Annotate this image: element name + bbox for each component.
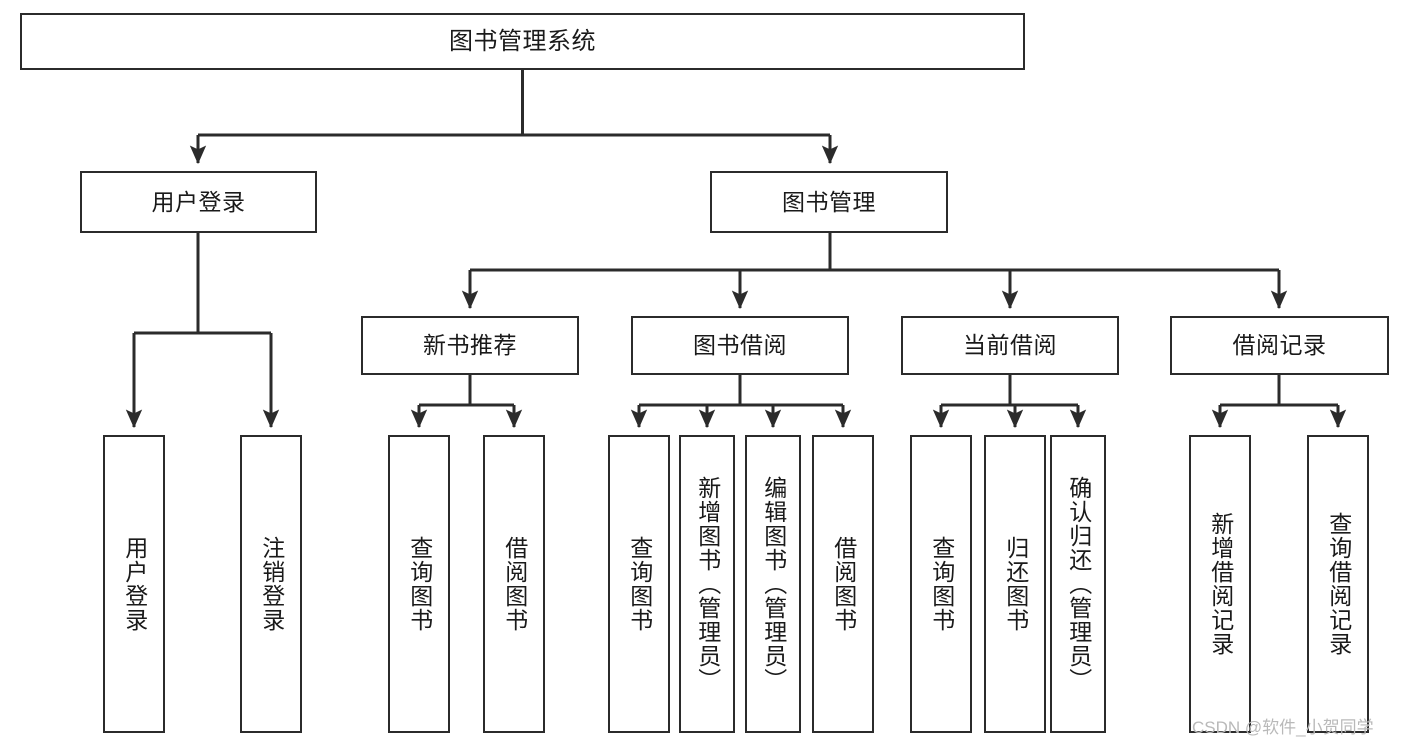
node-leaf-query-book-1[interactable]: 查询图书 <box>388 435 450 733</box>
node-leaf-return-book-label: 归还图书 <box>1002 536 1029 632</box>
node-leaf-borrow-book-1[interactable]: 借阅图书 <box>483 435 545 733</box>
node-root-label: 图书管理系统 <box>449 27 596 55</box>
node-leaf-user-login[interactable]: 用户登录 <box>103 435 165 733</box>
node-leaf-query-book-1-label: 查询图书 <box>406 536 433 632</box>
node-new-book-recommend[interactable]: 新书推荐 <box>361 316 579 375</box>
node-leaf-add-book-admin[interactable]: 新增图书（管理员） <box>679 435 735 733</box>
node-root[interactable]: 图书管理系统 <box>20 13 1025 70</box>
node-leaf-logout-login[interactable]: 注销登录 <box>240 435 302 733</box>
node-leaf-edit-book-admin-label: 编辑图书（管理员） <box>760 476 787 692</box>
node-current-borrow-label: 当前借阅 <box>963 332 1057 359</box>
node-leaf-query-borrow-record[interactable]: 查询借阅记录 <box>1307 435 1369 733</box>
node-leaf-query-book-2[interactable]: 查询图书 <box>608 435 670 733</box>
node-user-login[interactable]: 用户登录 <box>80 171 317 233</box>
node-leaf-confirm-return-admin-label: 确认归还（管理员） <box>1065 476 1092 692</box>
node-leaf-query-book-3-label: 查询图书 <box>928 536 955 632</box>
node-leaf-confirm-return-admin[interactable]: 确认归还（管理员） <box>1050 435 1106 733</box>
node-leaf-logout-login-label: 注销登录 <box>258 536 285 632</box>
node-leaf-return-book[interactable]: 归还图书 <box>984 435 1046 733</box>
node-leaf-query-borrow-record-label: 查询借阅记录 <box>1325 512 1352 656</box>
node-leaf-add-book-admin-label: 新增图书（管理员） <box>694 476 721 692</box>
node-book-manage-label: 图书管理 <box>782 188 876 215</box>
node-leaf-query-book-3[interactable]: 查询图书 <box>910 435 972 733</box>
node-book-manage[interactable]: 图书管理 <box>710 171 948 233</box>
csdn-watermark: CSDN @软件_小贺同学 <box>1192 718 1374 737</box>
node-current-borrow[interactable]: 当前借阅 <box>901 316 1119 375</box>
node-leaf-borrow-book-1-label: 借阅图书 <box>501 536 528 632</box>
node-leaf-add-borrow-record[interactable]: 新增借阅记录 <box>1189 435 1251 733</box>
node-borrow-record[interactable]: 借阅记录 <box>1170 316 1389 375</box>
node-leaf-edit-book-admin[interactable]: 编辑图书（管理员） <box>745 435 801 733</box>
node-book-borrow[interactable]: 图书借阅 <box>631 316 849 375</box>
node-leaf-add-borrow-record-label: 新增借阅记录 <box>1207 512 1234 656</box>
node-leaf-user-login-label: 用户登录 <box>121 536 148 632</box>
node-leaf-borrow-book-2[interactable]: 借阅图书 <box>812 435 874 733</box>
node-leaf-borrow-book-2-label: 借阅图书 <box>830 536 857 632</box>
node-book-borrow-label: 图书借阅 <box>693 332 787 359</box>
node-new-book-recommend-label: 新书推荐 <box>423 332 517 359</box>
node-user-login-label: 用户登录 <box>151 188 246 215</box>
node-borrow-record-label: 借阅记录 <box>1232 332 1327 359</box>
node-leaf-query-book-2-label: 查询图书 <box>626 536 653 632</box>
